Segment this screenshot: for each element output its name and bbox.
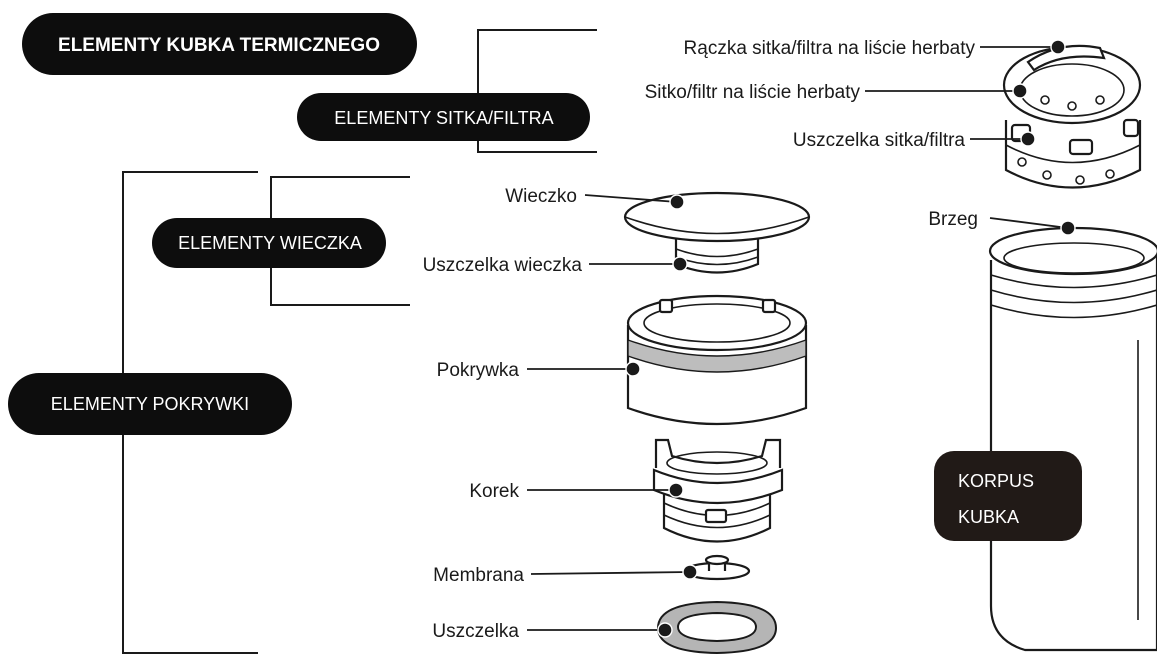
- page-title: ELEMENTY KUBKA TERMICZNEGO: [58, 35, 380, 56]
- stopper-part: [652, 438, 784, 543]
- lid-part: [623, 191, 811, 274]
- label-lid: Wieczko: [505, 186, 577, 207]
- cover-group-pill: ELEMENTY POKRYWKI: [8, 373, 292, 435]
- title-pill: ELEMENTY KUBKA TERMICZNEGO: [22, 13, 417, 75]
- tea-filter: [1002, 44, 1142, 189]
- label-lid-seal: Uszczelka wieczka: [423, 255, 583, 276]
- lid-group-pill: ELEMENTY WIECZKA: [152, 218, 386, 268]
- leader-dots: [625, 39, 1076, 638]
- body-badge-line1: KORPUS: [958, 471, 1034, 491]
- label-stopper: Korek: [469, 481, 519, 502]
- label-rim: Brzeg: [928, 209, 978, 230]
- seal-part: [656, 600, 778, 655]
- filter-group-bracket: [477, 29, 597, 153]
- filter-group-pill: ELEMENTY SITKA/FILTRA: [297, 93, 590, 141]
- leader-lines: [527, 46, 1069, 631]
- part-labels: Rączka sitka/filtra na liście herbaty Si…: [423, 38, 978, 642]
- label-filter: Sitko/filtr na liście herbaty: [645, 82, 861, 103]
- body-badge: KORPUS KUBKA: [934, 451, 1082, 541]
- lid-group-label: ELEMENTY WIECZKA: [178, 233, 362, 253]
- cover-part: [626, 294, 808, 426]
- label-membrane: Membrana: [433, 565, 524, 586]
- label-cover: Pokrywka: [437, 360, 520, 381]
- body-badge-line2: KUBKA: [958, 507, 1019, 527]
- cover-group-label: ELEMENTY POKRYWKI: [51, 394, 249, 414]
- label-filter-seal: Uszczelka sitka/filtra: [793, 130, 966, 151]
- filter-group-label: ELEMENTY SITKA/FILTRA: [334, 108, 553, 128]
- cup-body: [988, 226, 1157, 652]
- label-seal: Uszczelka: [432, 621, 519, 642]
- label-filter-handle: Rączka sitka/filtra na liście herbaty: [684, 38, 976, 59]
